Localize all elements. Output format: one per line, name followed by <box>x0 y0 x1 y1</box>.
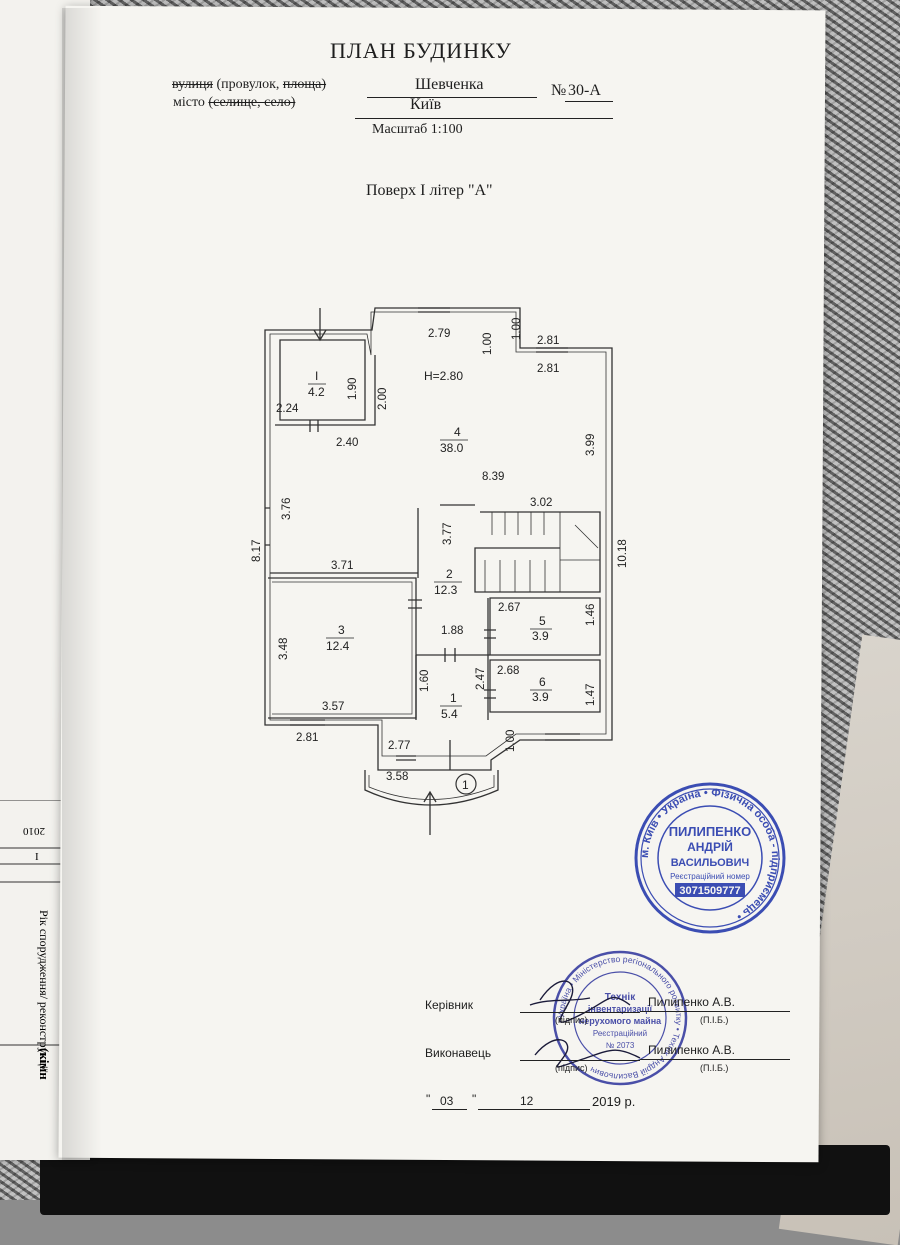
dim-2-77: 2.77 <box>388 740 410 752</box>
city-underline <box>355 118 613 119</box>
dim-2-81-c: 2.81 <box>296 732 318 744</box>
dim-2-67: 2.67 <box>498 602 520 614</box>
stamp2-line-5: № 2073 <box>606 1041 635 1050</box>
dim-2-68: 2.68 <box>497 665 519 677</box>
dim-3-76: 3.76 <box>281 498 293 520</box>
room-5-area: 3.9 <box>532 629 549 643</box>
street-label: вулиця (провулок, площа) <box>172 77 327 92</box>
dim-3-58: 3.58 <box>386 771 408 783</box>
dim-8-39: 8.39 <box>482 471 504 483</box>
round-stamp-private-entrepreneur: м. Київ • Україна • Фізична особа - підп… <box>634 782 786 934</box>
dim-2-79: 2.79 <box>428 328 450 340</box>
ledger-column-title: Рік спорудження/ реконструкції <box>37 910 51 1073</box>
ledger-year: 2010 <box>23 825 46 837</box>
date-day-line <box>432 1109 467 1110</box>
dim-2-81-b: 2.81 <box>537 363 559 375</box>
number-value: 30-А <box>568 82 601 99</box>
handwritten-signatures <box>529 980 641 1068</box>
room-I-area: 4.2 <box>308 385 325 399</box>
dim-3-48: 3.48 <box>278 638 290 660</box>
city-value: Київ <box>410 96 442 113</box>
head-name-line <box>640 1011 790 1012</box>
stamp-line-5: 3071509777 <box>679 885 740 897</box>
dim-1-60: 1.60 <box>419 670 431 692</box>
stamp2-line-4: Реєстраційний <box>593 1029 647 1038</box>
dim-1-47: 1.47 <box>585 684 597 706</box>
stamp2-line-3: нерухомого майна <box>579 1016 662 1026</box>
number-underline <box>565 101 613 102</box>
date-month: 12 <box>520 1094 534 1108</box>
stamp2-line-1: Технік <box>605 992 636 1003</box>
dim-3-77: 3.77 <box>442 523 454 545</box>
dim-3-99: 3.99 <box>585 434 597 456</box>
dim-1-90: 1.90 <box>347 378 359 400</box>
head-sub-signature: (підпис) <box>555 1015 588 1025</box>
entrance-circle <box>455 773 477 795</box>
entrance-mark: 1 <box>462 778 469 792</box>
room-1-number: 1 <box>450 691 457 705</box>
svg-text:м. Київ • Україна • Фізична ос: м. Київ • Україна • Фізична особа - підп… <box>639 787 781 923</box>
dim-3-57: 3.57 <box>322 701 344 713</box>
date-day: 03 <box>440 1094 454 1108</box>
street-underline <box>367 97 537 98</box>
room-2-number: 2 <box>446 567 453 581</box>
dim-3-71: 3.71 <box>331 560 353 572</box>
dim-2-00: 2.00 <box>377 388 389 410</box>
dim-1-00-c: 1.00 <box>505 730 517 752</box>
dim-1-46: 1.46 <box>585 604 597 626</box>
page-title: ПЛАН БУДИНКУ <box>330 38 512 63</box>
height-label: H=2.80 <box>424 369 463 383</box>
dim-2-47: 2.47 <box>475 668 487 690</box>
city-label: місто (селище, село) <box>173 95 296 110</box>
stamp-ring-text: м. Київ • Україна • Фізична особа - підп… <box>639 787 781 923</box>
room-2-area: 12.3 <box>434 583 458 597</box>
room-1-area: 5.4 <box>441 707 458 721</box>
dim-10-18: 10.18 <box>617 539 629 568</box>
stamp2-line-2: інвентаризації <box>588 1004 653 1014</box>
head-name: Пилипенко А.В. <box>648 995 735 1009</box>
room-4-number: 4 <box>454 425 461 439</box>
room-6-number: 6 <box>539 675 546 689</box>
stamp-line-3: ВАСИЛЬОВИЧ <box>671 857 750 869</box>
dim-8-17: 8.17 <box>251 540 263 562</box>
executor-sub-name: (П.І.Б.) <box>700 1063 729 1073</box>
dim-1-00-b: 1.00 <box>511 318 523 340</box>
dim-1-00-a: 1.00 <box>482 333 494 355</box>
room-3-number: 3 <box>338 623 345 637</box>
street-value: Шевченка <box>415 76 484 93</box>
head-signature-line <box>520 1012 640 1013</box>
dim-2-81-a: 2.81 <box>537 335 559 347</box>
ledger-number: I <box>35 851 39 863</box>
dim-3-02: 3.02 <box>530 497 552 509</box>
head-label: Керівник <box>425 998 473 1012</box>
ledger-bottom-text: (кімн <box>37 1048 52 1080</box>
date-quote-close: " <box>472 1092 477 1106</box>
floor-plan: 1 I 4.2 H=2.80 4 38.0 2 12.3 3 12.4 5 3.… <box>251 307 629 835</box>
executor-signature-line <box>520 1060 640 1061</box>
number-label: № <box>551 82 567 99</box>
room-I-number: I <box>315 369 318 383</box>
dim-2-40: 2.40 <box>336 437 358 449</box>
stamp-line-1: ПИЛИПЕНКО <box>669 824 752 839</box>
executor-sub-signature: (підпис) <box>555 1063 588 1073</box>
floor-title: Поверх І літер "А" <box>366 182 493 199</box>
room-4-area: 38.0 <box>440 441 464 455</box>
stamp-line-4: Реєстраційний номер <box>670 872 750 881</box>
dim-1-88: 1.88 <box>441 625 463 637</box>
room-3-area: 12.4 <box>326 639 350 653</box>
date-month-line <box>478 1109 590 1110</box>
executor-name-line <box>640 1059 790 1060</box>
date-quote-open: " <box>426 1092 431 1106</box>
stamp-line-2: АНДРІЙ <box>687 839 733 854</box>
executor-label: Виконавець <box>425 1046 492 1060</box>
executor-name: Пилипенко А.В. <box>648 1043 735 1057</box>
dim-2-24: 2.24 <box>276 403 299 415</box>
date-year: 2019 р. <box>592 1094 636 1109</box>
head-sub-name: (П.І.Б.) <box>700 1015 729 1025</box>
scale-label: Масштаб 1:100 <box>372 122 463 137</box>
room-6-area: 3.9 <box>532 690 549 704</box>
room-5-number: 5 <box>539 614 546 628</box>
